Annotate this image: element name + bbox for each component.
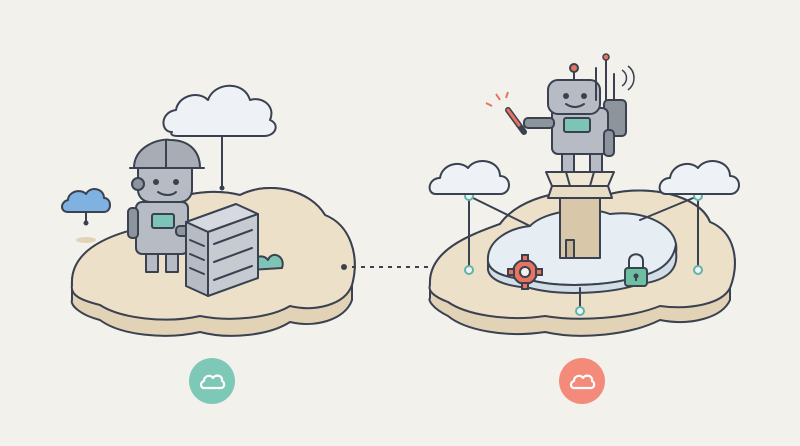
small-blue-cloud-icon <box>61 188 111 243</box>
network-lines <box>464 191 703 316</box>
right-cloud-badge <box>559 358 605 404</box>
right-cloud-right-icon <box>658 160 740 195</box>
cloud-icon <box>199 374 226 390</box>
hard-hat-icon <box>129 138 205 169</box>
left-top-cloud-icon <box>162 84 277 191</box>
lock-icon <box>624 253 648 287</box>
server-rack-icon <box>185 203 259 297</box>
right-cloud-left-icon <box>428 160 510 195</box>
baton-icon <box>485 91 527 135</box>
robot-controller-icon <box>523 63 627 173</box>
antenna-icon <box>595 53 635 101</box>
dotted-connector <box>341 264 441 270</box>
cloud-icon <box>569 374 596 390</box>
left-cloud-badge <box>189 358 235 404</box>
control-tower-icon <box>545 171 615 259</box>
gear-icon <box>507 254 543 290</box>
